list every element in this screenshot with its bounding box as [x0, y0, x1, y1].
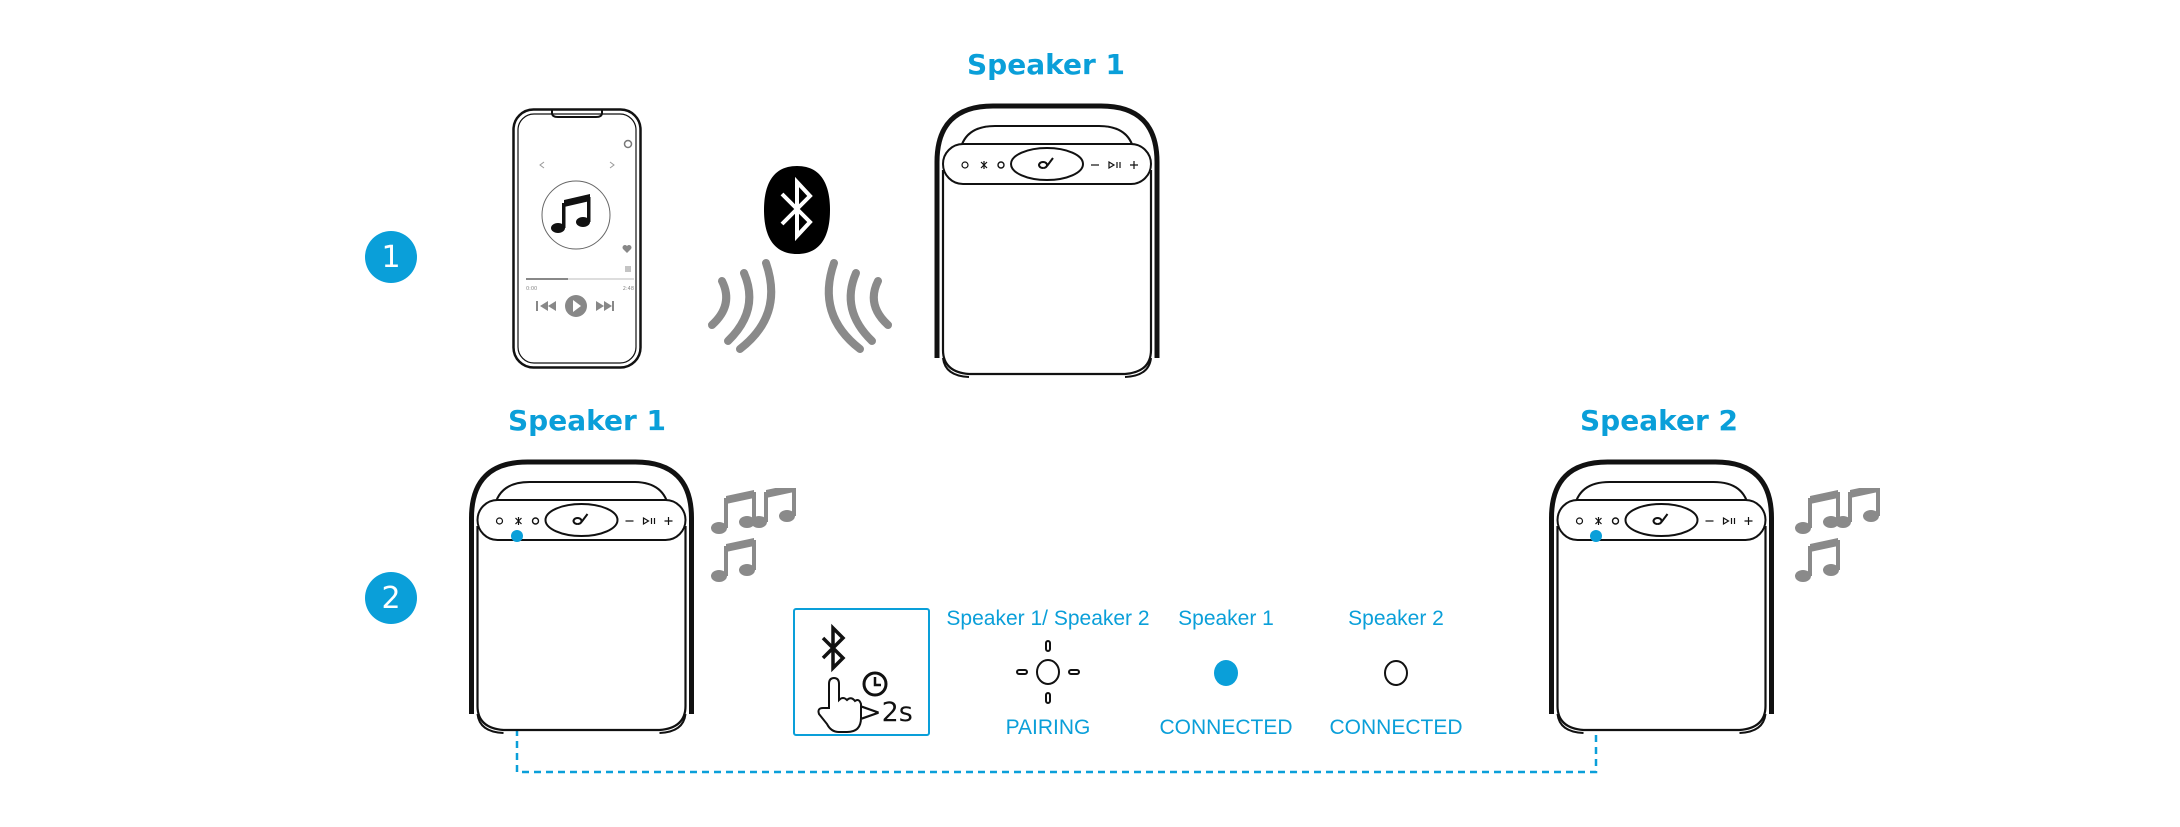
legend-title-speaker-2: Speaker 2	[1348, 607, 1444, 630]
legend-title-speaker-1: Speaker 1	[1178, 607, 1274, 630]
legend-state-speaker-2: CONNECTED	[1329, 716, 1463, 739]
settings-icon	[623, 139, 633, 149]
phone-icon: 0:00 2:48	[512, 108, 642, 369]
legend-state-speaker-1: CONNECTED	[1159, 716, 1293, 739]
wireless-signal-icon	[708, 259, 892, 353]
heart-icon	[622, 245, 632, 253]
right-music-notes-icon	[1792, 488, 1884, 588]
led-white-icon	[1384, 660, 1408, 686]
step-2-badge: 2	[365, 572, 417, 624]
step-number: 1	[381, 239, 401, 275]
left-speaker-title: Speaker 1	[508, 404, 666, 437]
step-1-badge: 1	[365, 231, 417, 283]
bluetooth-icon	[821, 623, 846, 673]
clock-icon	[862, 671, 888, 697]
led-solid-blue-icon	[1214, 660, 1238, 686]
music-note-icon	[551, 194, 591, 233]
right-speaker-title: Speaker 2	[1580, 404, 1738, 437]
bluetooth-badge-icon	[764, 166, 830, 254]
instruction-box: >2s	[793, 608, 930, 736]
led-blinking-icon	[1016, 640, 1080, 704]
previous-icon	[536, 301, 556, 311]
hold-duration-label: >2s	[859, 697, 913, 728]
legend-title-pairing: Speaker 1/ Speaker 2	[946, 607, 1150, 630]
speaker-1-title: Speaker 1	[967, 48, 1125, 81]
time-elapsed: 0:00	[526, 286, 537, 292]
press-hand-icon	[817, 676, 862, 733]
left-music-notes-icon	[708, 488, 800, 588]
time-total: 2:48	[623, 286, 634, 292]
legend-state-pairing: PAIRING	[1005, 716, 1091, 739]
next-icon	[596, 301, 614, 311]
step-number: 2	[381, 580, 401, 616]
